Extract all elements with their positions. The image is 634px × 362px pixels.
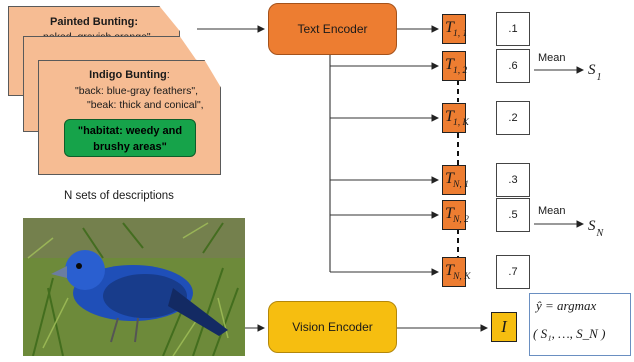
vision-encoder: Vision Encoder	[268, 301, 397, 353]
card-title-indigo-bunting: Indigo Bunting:	[39, 69, 220, 81]
tile-symbol: T	[445, 56, 454, 73]
mean-label-n: Mean	[538, 205, 566, 217]
s-subscript: 1	[596, 72, 602, 83]
text-encoder: Text Encoder	[268, 3, 397, 55]
habitat-highlight: "habitat: weedy and brushy areas"	[64, 119, 196, 157]
prediction-line-1: ŷ = argmax	[536, 298, 597, 313]
card-title-painted-bunting: Painted Bunting:	[50, 16, 138, 28]
caption-descriptions: N sets of descriptions	[64, 190, 174, 202]
score-t12: .6	[496, 49, 530, 83]
bird-photo	[23, 218, 245, 356]
habitat-line-2: brushy areas"	[93, 141, 167, 153]
card-title-name: Indigo Bunting	[89, 69, 167, 81]
score-t11: .1	[496, 12, 530, 46]
tile-subscript: 1, 1	[453, 29, 468, 39]
card-line-beak: "beak: thick and conical",	[87, 99, 204, 111]
tile-symbol: T	[445, 205, 454, 222]
class-score-sn: SN	[588, 218, 603, 239]
score-tn2: .5	[496, 198, 530, 232]
tile-subscript: N, K	[453, 272, 471, 282]
tile-subscript: 1, 2	[453, 66, 468, 76]
tile-subscript: N, 1	[453, 180, 469, 190]
score-t1k: .2	[496, 101, 530, 135]
tile-subscript: N, 2	[453, 215, 469, 225]
score-tnk: .7	[496, 255, 530, 289]
s-symbol: S	[588, 62, 596, 78]
image-embedding: I	[491, 312, 517, 342]
prediction-line-2: ( S₁, …, S_N )	[533, 326, 606, 341]
description-card-front: Indigo Bunting: "back: blue-gray feather…	[38, 60, 221, 175]
mean-label-1: Mean	[538, 52, 566, 64]
tile-subscript: 1, K	[453, 118, 469, 128]
tile-symbol: T	[445, 262, 454, 279]
s-symbol: S	[588, 218, 596, 234]
card-line-back: "back: blue-gray feathers",	[75, 85, 199, 97]
score-tn1: .3	[496, 163, 530, 197]
class-score-s1: S1	[588, 62, 602, 83]
card-title-colon: :	[166, 69, 170, 81]
s-subscript: N	[596, 228, 604, 239]
prediction-box: ŷ = argmax ( S₁, …, S_N )	[529, 293, 631, 356]
tile-symbol: T	[445, 19, 454, 36]
tile-symbol: T	[445, 108, 454, 125]
habitat-line-1: "habitat: weedy and	[77, 125, 183, 137]
tile-symbol: T	[445, 170, 454, 187]
